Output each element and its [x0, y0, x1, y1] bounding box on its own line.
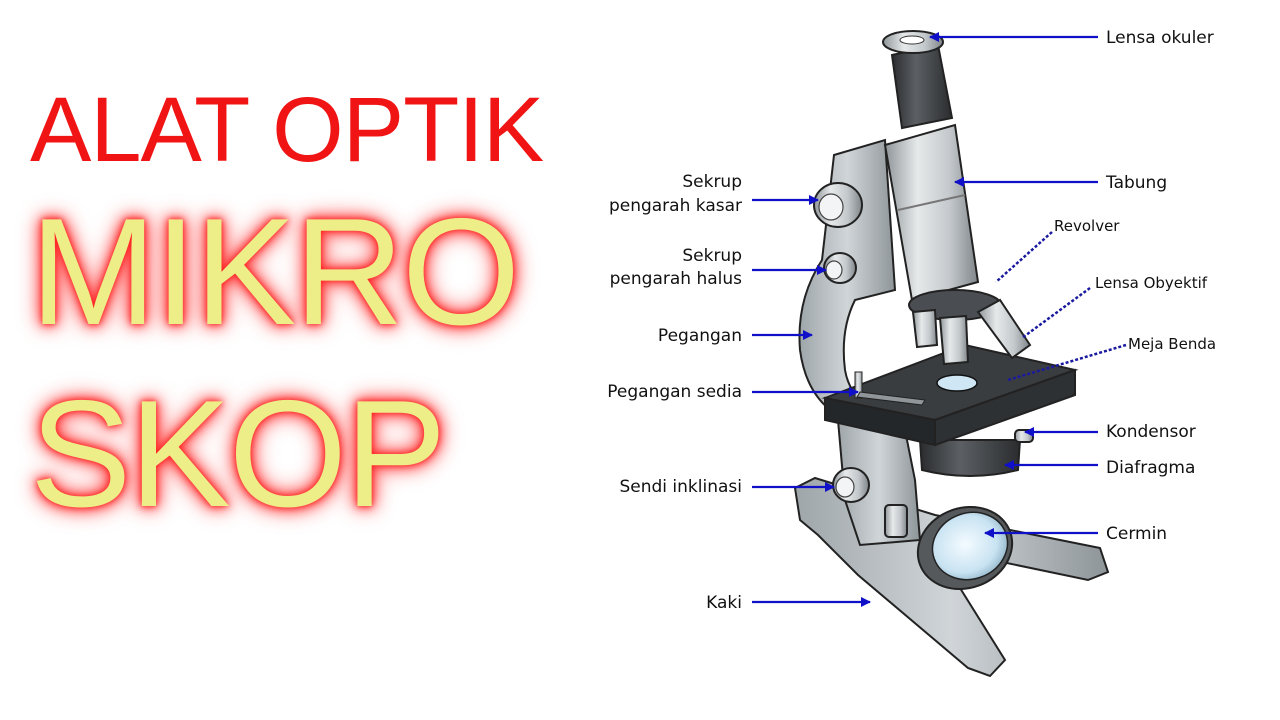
label-meja-benda: Meja Benda — [1128, 335, 1216, 353]
pointer-lensa-obyektif — [1021, 286, 1091, 340]
label-lensa-okuler: Lensa okuler — [1106, 28, 1214, 48]
pointer-revolver — [995, 231, 1053, 283]
eyepiece-barrel — [890, 43, 954, 130]
label-sekrup-kasar-1: Sekrup — [682, 172, 742, 192]
label-revolver: Revolver — [1054, 217, 1120, 235]
title-skop: SKOP — [30, 369, 446, 539]
title-mikro: MIKRO — [30, 187, 520, 357]
objective-lens-3 — [976, 298, 1032, 360]
label-sekrup-halus-2: pengarah halus — [610, 269, 743, 289]
objective-lens-1 — [911, 308, 939, 349]
microscope-tube — [883, 123, 980, 302]
stage-clip — [854, 371, 863, 399]
tube-ring — [897, 194, 966, 211]
label-sekrup-kasar-2: pengarah kasar — [609, 196, 742, 216]
label-cermin: Cermin — [1106, 524, 1167, 544]
condenser-body — [918, 439, 1022, 477]
label-pegangan-sedia: Pegangan sedia — [607, 382, 742, 402]
label-pegangan: Pegangan — [658, 326, 742, 346]
label-kaki: Kaki — [706, 593, 742, 613]
label-kondensor: Kondensor — [1106, 422, 1196, 442]
objective-lens-2 — [938, 314, 970, 366]
label-sekrup-halus-1: Sekrup — [682, 246, 742, 266]
tilt-joint-knob-face — [835, 476, 855, 498]
label-lensa-obyektif: Lensa Obyektif — [1095, 274, 1208, 292]
stage-side — [934, 368, 1076, 447]
fine-knob-face — [825, 260, 843, 280]
pointer-arrows — [752, 32, 1127, 607]
title-alat-optik: ALAT OPTIK — [30, 79, 544, 181]
stage-hole — [936, 374, 978, 392]
coarse-knob-face — [818, 193, 844, 221]
microscope-illustration — [793, 30, 1110, 678]
label-tabung: Tabung — [1105, 173, 1167, 193]
mirror-mount — [884, 504, 908, 538]
eyepiece-lens — [899, 35, 925, 45]
label-diafragma: Diafragma — [1106, 458, 1195, 478]
pointer-meja-benda — [1007, 343, 1127, 382]
label-sendi-inklinasi: Sendi inklinasi — [619, 477, 742, 497]
